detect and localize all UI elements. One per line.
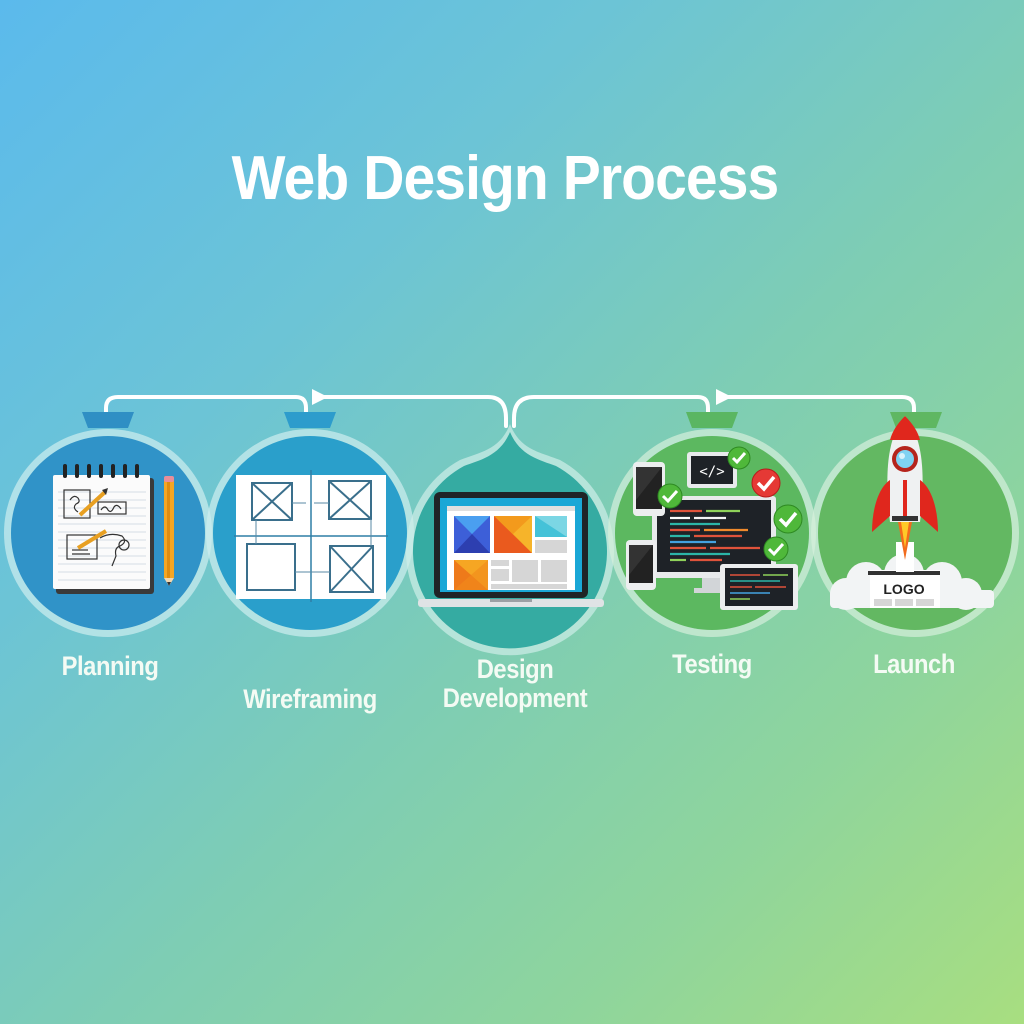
checkmark-icon [763, 536, 789, 562]
checkmark-icon [727, 446, 751, 470]
step-label-testing: Testing [672, 649, 752, 679]
laptop-layout-icon [418, 492, 604, 607]
step-label-design-development: Design Development [431, 655, 598, 713]
rocket-launch-icon: LOGO [830, 416, 994, 610]
arrow-icon [312, 389, 328, 405]
notepad-sketch-pencil-icon [53, 464, 174, 594]
checkmark-icon [657, 483, 683, 509]
arrow-icon [716, 389, 732, 405]
tab [284, 412, 336, 428]
code-tag: </> [699, 464, 724, 480]
tab [82, 412, 134, 428]
step-label-launch: Launch [873, 649, 955, 679]
step-label-planning: Planning [61, 651, 159, 681]
logo-text: LOGO [883, 581, 924, 597]
devices-code-checkmarks-icon: </> [626, 446, 803, 610]
error-checkmark-icon [751, 468, 781, 498]
step-label-design-line2: Development [442, 683, 588, 713]
step-label-design-line1: Design [476, 654, 554, 684]
wireframe-grid-icon [234, 470, 388, 602]
connector-lines [104, 395, 916, 428]
tab [686, 412, 738, 428]
page-title: Web Design Process [231, 144, 780, 213]
step-label-wireframing: Wireframing [243, 684, 377, 714]
checkmark-icon [773, 504, 803, 534]
